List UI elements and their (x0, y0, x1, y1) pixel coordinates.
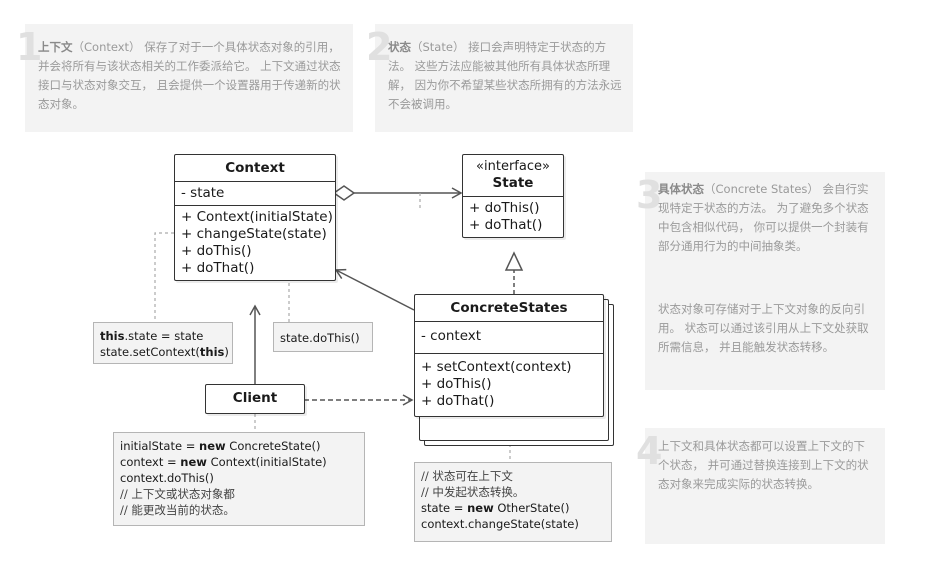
code-keyword: this (100, 329, 125, 343)
note-2-text: 状态（State） 接口会声明特定于状态的方法。 这些方法应能被其他所有具体状态… (388, 38, 624, 114)
concrete-states-title: ConcreteStates (450, 300, 568, 316)
note-4-text: 上下文和具体状态都可以设置上下文的下个状态， 并可通过替换连接到上下文的状态对象… (658, 439, 869, 491)
note-1 (25, 24, 353, 132)
note-1-text: 上下文（Context） 保存了对于一个具体状态对象的引用， 并会将所有与该状态… (38, 38, 344, 114)
concrete-states-method: + doThis() (421, 376, 492, 392)
context-note-connector (154, 232, 174, 322)
aggregation-diamond (332, 185, 356, 201)
note-2-body: （State） 接口会声明特定于状态的方法。 这些方法应能被其他所有具体状态所理… (388, 40, 622, 111)
note-3-text-2: 状态对象可存储对于上下文对象的反向引用。 状态可以通过该引用从上下文处获取所需信… (658, 302, 869, 354)
state-interface-box: «interface» State + doThis() + doThat() (462, 154, 564, 238)
note-3-body: （Concrete States） 会自行实现特定于状态的方法。 为了避免多个状… (658, 182, 869, 253)
context-method: + Context(initialState) (181, 209, 333, 225)
code-keyword: new (180, 455, 207, 469)
context-class-title: Context (225, 160, 285, 176)
code-comment: // 上下文或状态对象都 (120, 487, 235, 501)
concrete-code-note: // 状态可在上下文 // 中发起状态转换。 state = new Other… (414, 462, 612, 542)
note-4-number: 4 (636, 429, 663, 473)
note-1-number: 1 (16, 25, 43, 69)
context-field: - state (181, 185, 225, 201)
code-text: OtherState() (493, 501, 570, 515)
realization-triangle (504, 251, 524, 271)
context-code-note: this.state = state state.setContext(this… (93, 322, 233, 364)
code-text: .state = state (124, 329, 204, 343)
note-3-number: 3 (636, 173, 663, 217)
note-4 (645, 428, 885, 544)
state-methods: + doThis() + doThat() (463, 196, 563, 237)
note-2-lead: 状态 (388, 40, 411, 54)
state-method: + doThat() (469, 217, 543, 233)
code-text: state = (421, 501, 468, 515)
state-method: + doThis() (469, 200, 540, 216)
note-2 (375, 24, 633, 132)
note-1-body: （Context） 保存了对于一个具体状态对象的引用， 并会将所有与该状态相关的… (38, 40, 341, 111)
concrete-states-field: - context (421, 328, 482, 344)
code-keyword: this (199, 345, 225, 359)
note-1-lead: 上下文 (38, 40, 73, 54)
concrete-to-context-line (334, 268, 415, 311)
code-comment: // 中发起状态转换。 (421, 485, 525, 499)
code-text: state.setContext( (100, 345, 200, 359)
code-text: Context(initialState) (206, 455, 327, 469)
context-method: + changeState(state) (181, 226, 327, 242)
context-class-box: Context - state + Context(initialState) … (174, 154, 336, 281)
state-interface-title: State (492, 175, 534, 191)
context-methods: + Context(initialState) + changeState(st… (175, 205, 335, 280)
concrete-states-fields: - context (415, 321, 603, 353)
code-keyword: new (467, 501, 494, 515)
context-method: + doThat() (181, 260, 255, 276)
context-fields: - state (175, 181, 335, 205)
client-code-note: initialState = new ConcreteState() conte… (113, 432, 365, 526)
context-method: + doThis() (181, 243, 252, 259)
code-keyword: new (199, 439, 226, 453)
code-line: context.changeState(state) (421, 517, 579, 531)
code-text: ) (224, 345, 229, 359)
code-text: initialState = (120, 439, 200, 453)
note-3-lead: 具体状态 (658, 182, 704, 196)
code-line: context.doThis() (120, 471, 214, 485)
code-line: state = new OtherState() (421, 500, 605, 516)
code-text: context = (120, 455, 181, 469)
client-class-title: Client (232, 390, 278, 406)
code-comment: // 状态可在上下文 (421, 469, 513, 483)
client-class-box: Client (205, 384, 305, 414)
concrete-states-method: + setContext(context) (421, 359, 572, 375)
code-line: context = new Context(initialState) (120, 454, 358, 470)
code-comment: // 能更改当前的状态。 (120, 503, 235, 517)
concrete-states-method: + doThat() (421, 393, 495, 409)
note-3 (645, 172, 885, 390)
code-line: this.state = state (100, 328, 226, 344)
concrete-states-class-box: ConcreteStates - context + setContext(co… (414, 294, 604, 417)
code-line: state.doThis() (280, 331, 360, 345)
code-line: state.setContext(this) (100, 344, 229, 360)
note-2-number: 2 (366, 25, 393, 69)
code-text: ConcreteState() (225, 439, 321, 453)
state-dothis-code-note: state.doThis() (273, 322, 373, 352)
note-3-text: 具体状态（Concrete States） 会自行实现特定于状态的方法。 为了避… (658, 180, 874, 256)
concrete-states-methods: + setContext(context) + doThis() + doTha… (415, 353, 603, 416)
state-stereotype: «interface» (476, 159, 550, 174)
code-line: initialState = new ConcreteState() (120, 438, 358, 454)
